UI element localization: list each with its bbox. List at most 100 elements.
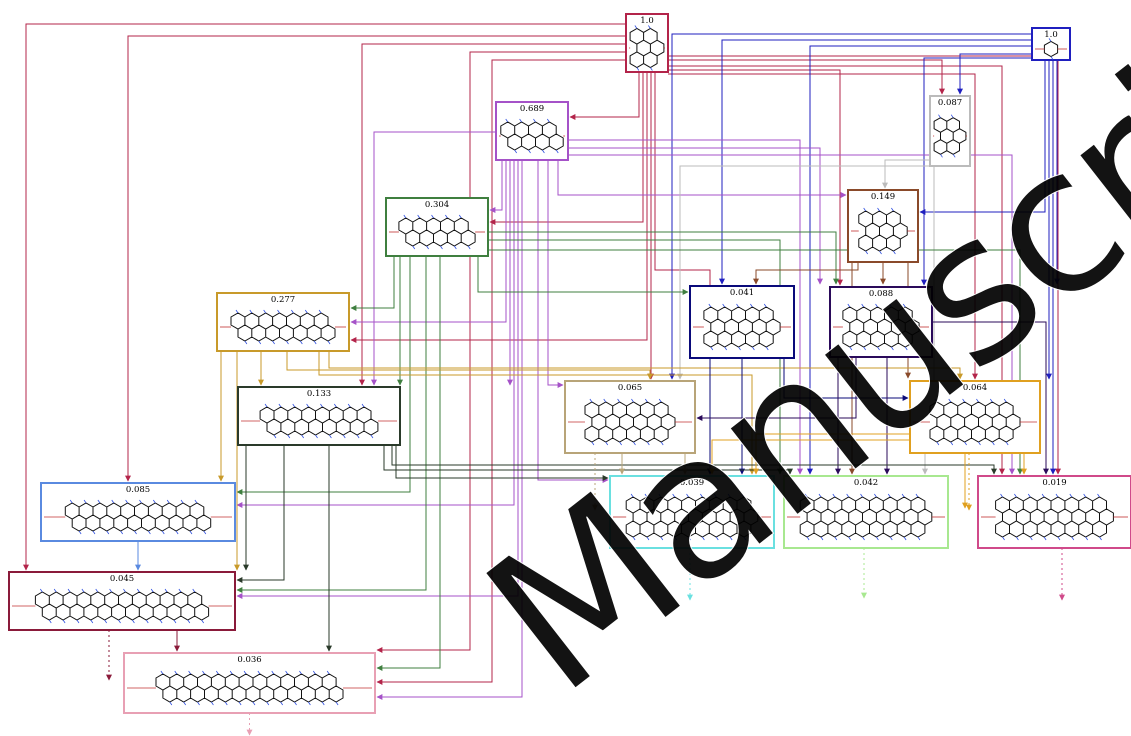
substituent-marks (933, 114, 967, 158)
molecule-structure (398, 217, 476, 247)
node-weight-label: 0.064 (963, 383, 987, 393)
node-weight-label: 0.085 (126, 485, 150, 495)
molecule-structure (625, 496, 759, 538)
edge-n1a (125, 35, 626, 482)
molecule-structure (64, 502, 212, 532)
substituent-marks (499, 118, 565, 154)
node-weight-label: 0.689 (520, 104, 544, 114)
node-n042: 0.042 (783, 475, 949, 549)
edge-n277 (318, 351, 755, 475)
node-weight-label: 0.149 (871, 192, 895, 202)
edge-n133 (383, 445, 793, 475)
node-box (216, 292, 350, 352)
substituent-marks (127, 670, 372, 706)
substituent-marks (913, 398, 1037, 446)
substituent-marks (629, 25, 665, 71)
molecule-structure (155, 673, 344, 703)
molecule-structure (34, 591, 210, 621)
substituent-marks (568, 398, 692, 446)
node-box (8, 571, 236, 631)
node-box (1031, 27, 1071, 61)
node-n087: 0.087 (929, 95, 971, 167)
node-weight-label: 0.133 (307, 389, 331, 399)
node-n1a: 1.0 (625, 13, 669, 73)
node-n045: 0.045 (8, 571, 236, 631)
node-n019: 0.019 (977, 475, 1131, 549)
edge-n133 (395, 445, 609, 481)
nodes-layer: 1.0 1.0 0.087 0.689 0.149 0.304 0.041 0.088 0.27… (8, 13, 1131, 714)
substituent-marks (981, 493, 1128, 541)
substituent-marks (613, 493, 771, 541)
edge-n1a (350, 72, 648, 343)
node-weight-label: 0.039 (680, 478, 704, 488)
edge-n087 (882, 159, 930, 189)
edge-n149 (753, 262, 859, 285)
node-n149: 0.149 (847, 189, 919, 263)
edge-n1a (668, 65, 1005, 475)
edge-n133 (236, 445, 285, 583)
node-weight-label: 0.087 (938, 98, 962, 108)
node-weight-label: 0.042 (854, 478, 878, 488)
node-n036: 0.036 (123, 652, 376, 714)
node-box (385, 197, 489, 257)
edge-n277 (328, 351, 963, 380)
node-box (40, 482, 236, 542)
molecule-structure (858, 210, 908, 252)
edge-n689 (350, 160, 507, 325)
molecule-structure (929, 401, 1021, 443)
edge-n304 (488, 239, 783, 475)
molecule-structure (933, 117, 967, 155)
substituent-marks (833, 303, 929, 351)
edge-n689 (568, 154, 1015, 475)
substituent-marks (220, 309, 346, 345)
substituent-marks (1035, 38, 1067, 60)
substituent-marks (44, 499, 232, 535)
node-weight-label: 0.019 (1042, 478, 1066, 488)
node-weight-label: 1.0 (1044, 30, 1058, 40)
substituent-marks (787, 493, 945, 541)
edge-n689 (568, 147, 823, 285)
edge-n1a (668, 73, 978, 380)
edge-n087 (677, 165, 930, 380)
edge-n1a (569, 72, 640, 120)
substituent-marks (12, 588, 232, 624)
node-n133: 0.133 (237, 386, 401, 446)
node-n041: 0.041 (689, 285, 795, 359)
molecule-structure (584, 401, 676, 443)
node-weight-label: 0.304 (425, 200, 449, 210)
molecule-structure (259, 406, 379, 436)
node-n085: 0.085 (40, 482, 236, 542)
edge-n689 (537, 160, 609, 483)
node-weight-label: 0.088 (869, 289, 893, 299)
edge-n304 (376, 256, 441, 671)
edge-n689 (236, 160, 519, 599)
edge-n1b (919, 60, 1046, 215)
molecule-structure (500, 121, 564, 151)
node-n277: 0.277 (216, 292, 350, 352)
molecule-structure (230, 312, 336, 342)
edge-n088 (932, 321, 1049, 475)
node-n064: 0.064 (909, 380, 1041, 454)
molecule-structure (799, 496, 933, 538)
edge-n304 (236, 256, 411, 495)
edge-n1a (668, 59, 945, 95)
edge-n689 (557, 160, 847, 198)
node-weight-label: 0.036 (237, 655, 261, 665)
molecule-structure (1043, 40, 1059, 58)
edge-n689 (376, 160, 523, 700)
node-n1b: 1.0 (1031, 27, 1071, 61)
edge-n133 (391, 445, 997, 475)
edge-n689 (489, 160, 503, 213)
substituent-marks (851, 207, 915, 255)
molecule-structure (629, 27, 665, 69)
node-weight-label: 0.065 (618, 383, 642, 393)
edge-n304 (236, 256, 427, 593)
molecule-structure (995, 496, 1114, 538)
edge-n1a (489, 72, 644, 225)
node-weight-label: 1.0 (640, 16, 654, 26)
edge-n1a (23, 23, 626, 571)
edge-n1a (376, 59, 626, 685)
edge-n304 (350, 256, 395, 311)
node-n304: 0.304 (385, 197, 489, 257)
